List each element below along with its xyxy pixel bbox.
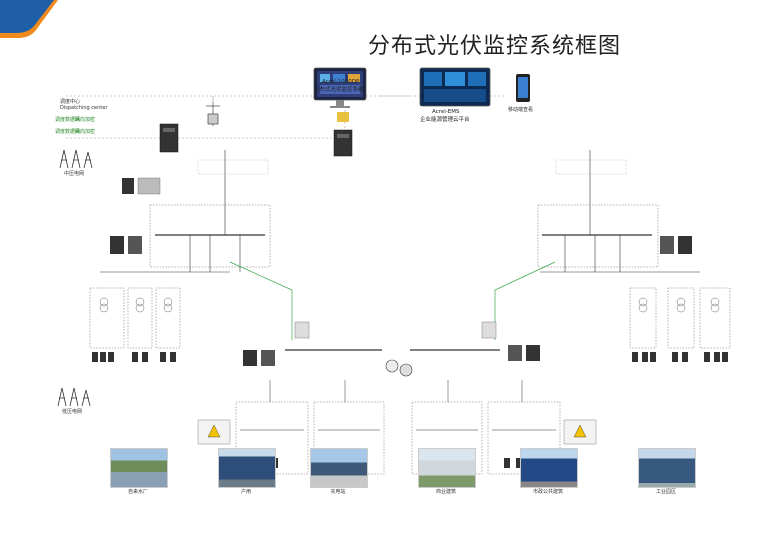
dispatch-link-3: 调度数据网 <box>55 129 81 135</box>
page-title: 分布式光伏监控系统框图 <box>368 34 622 59</box>
site-photo-label: 充电站 <box>330 489 346 495</box>
dispatch-link-2: 纵向加密 <box>75 117 96 123</box>
site-photo <box>418 448 476 488</box>
protection-device-left-icon <box>110 177 161 254</box>
ems-name: Acrel-EMS <box>432 109 460 115</box>
dispatch-link-1: 调度数据网 <box>55 117 81 123</box>
scada-desc: 分布式光伏监控系统 <box>314 87 364 93</box>
site-photo <box>310 448 368 488</box>
gateway-cabinet-left-icon <box>159 123 179 153</box>
dispatch-tower-icon <box>206 102 220 126</box>
warning-sign-right-icon <box>563 419 597 445</box>
protection-device-right-icon <box>660 236 692 254</box>
pv-subsystem-boxes <box>235 401 561 475</box>
site-photo <box>110 448 168 488</box>
site-photo <box>218 448 276 488</box>
site-photo-label: 市政公共建筑 <box>532 489 563 495</box>
center-meter-right-icon <box>481 321 540 361</box>
transformer-group-left <box>89 287 181 349</box>
dispatch-link-4: 纵向加密 <box>75 129 96 135</box>
corner-logo-icon <box>0 0 58 38</box>
site-photo-label: 商业建筑 <box>435 489 456 495</box>
dispatch-title-en: Dispatching center <box>60 105 108 111</box>
site-photo-label: 户用 <box>240 489 251 495</box>
low-voltage-grid-icon <box>57 387 91 407</box>
dispatch-title: 调度中心 <box>60 99 81 105</box>
medium-voltage-grid-icon <box>59 149 93 169</box>
ems-desc: 企业能源管理云平台 <box>420 117 470 123</box>
scada-name: Acrel-1000DP <box>322 79 360 85</box>
center-meter-left-icon <box>243 321 310 366</box>
ems-screen-icon <box>419 67 491 107</box>
grid-label-upper: 中压电网 <box>64 171 85 177</box>
site-photo-label: 工业园区 <box>655 489 676 495</box>
mobile-label: 移动端查看 <box>508 107 534 113</box>
gateway-cabinet-center-icon <box>333 112 353 157</box>
site-photo <box>638 448 696 488</box>
mobile-phone-icon <box>516 74 530 102</box>
site-photo-label: 自来水厂 <box>127 489 148 495</box>
warning-sign-left-icon <box>197 419 231 445</box>
grid-label-lower: 低压电网 <box>62 409 83 415</box>
scada-monitor-icon <box>313 67 367 108</box>
site-photo <box>520 448 578 488</box>
transformer-group-right <box>629 287 731 349</box>
